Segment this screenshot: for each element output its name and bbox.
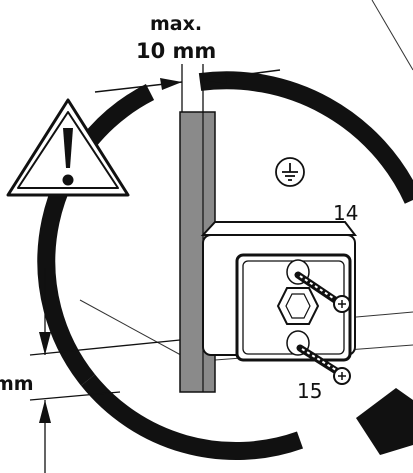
- junction-box: [200, 221, 358, 362]
- dim-arrow-left-head: [160, 78, 182, 90]
- part-number-14: 14: [333, 201, 358, 225]
- warning-triangle-icon: [6, 98, 130, 197]
- dim-arrow-right-head: [203, 72, 227, 84]
- dim-line-upper: [29, 339, 181, 356]
- left-dimension-label: mm: [0, 373, 34, 395]
- max-label: max.: [150, 13, 202, 35]
- max-value-label: 10 mm: [136, 39, 216, 63]
- magnifier-ring-left: [37, 83, 155, 386]
- dim-line-lower: [29, 391, 121, 401]
- guide-line: [371, 0, 413, 71]
- magnifier-ring: [198, 71, 413, 204]
- vdim-arrow-top: [39, 332, 51, 355]
- screw-lower: [296, 344, 351, 385]
- part-number-15: 15: [297, 379, 322, 403]
- wall-line: [344, 311, 413, 319]
- magnifier-ring-bottom: [80, 374, 304, 461]
- screw-upper: [294, 271, 351, 313]
- magnifier-handle: [356, 388, 413, 455]
- vdim-arrow-bottom: [39, 400, 51, 423]
- ground-symbol-icon: [275, 157, 305, 187]
- floor-line: [79, 299, 191, 361]
